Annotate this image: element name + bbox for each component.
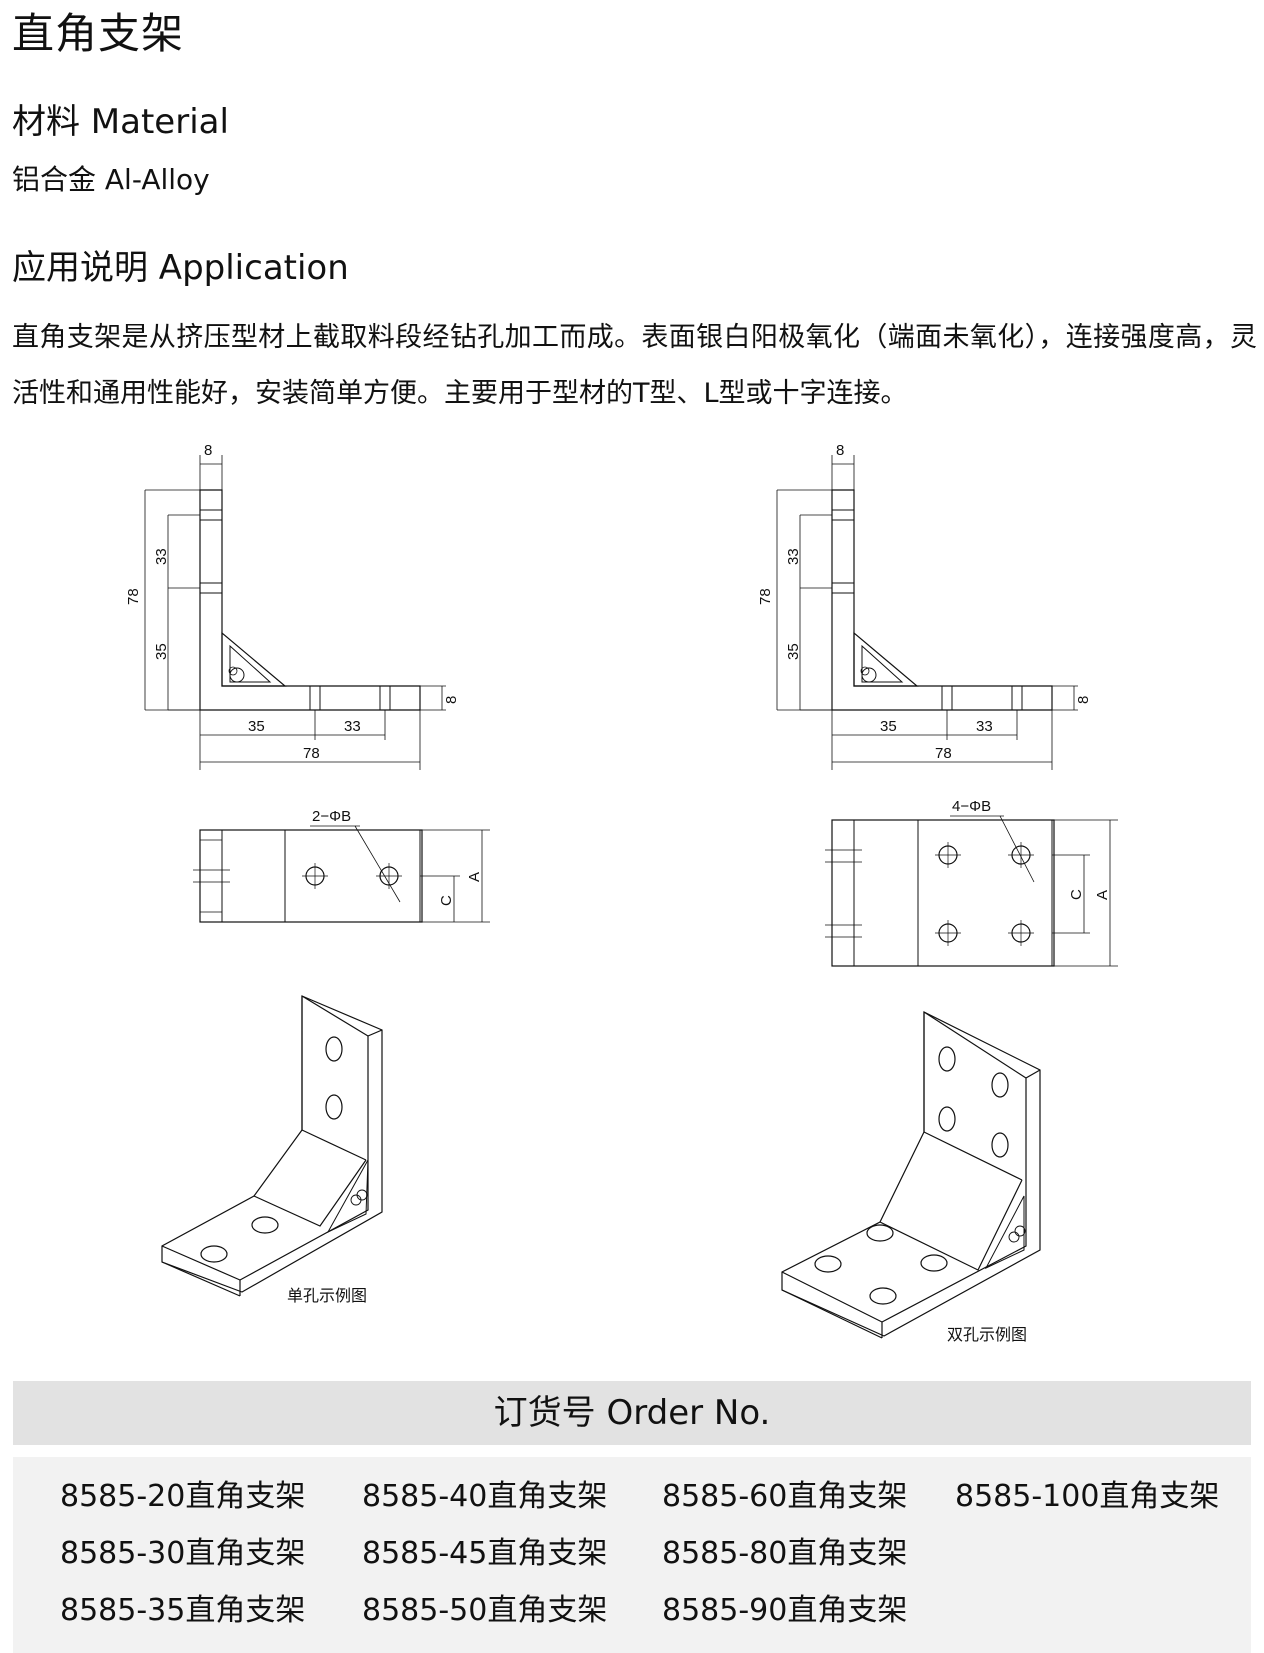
- order-item: 8585-30直角支架: [60, 1536, 306, 1571]
- order-heading-bar: [13, 1381, 1251, 1445]
- left-hole-label: 2−ΦB: [312, 808, 351, 825]
- material-value: 铝合金 Al-Alloy: [12, 163, 210, 196]
- order-item: 8585-90直角支架: [662, 1593, 908, 1628]
- order-list: 8585-20直角支架 8585-40直角支架 8585-60直角支架 8585…: [13, 1457, 1251, 1653]
- r-dim-total-vertical: 78: [757, 588, 774, 605]
- order-item: 8585-80直角支架: [662, 1536, 908, 1571]
- application-heading: 应用说明 Application: [12, 248, 349, 288]
- order-item: 8585-50直角支架: [362, 1593, 608, 1628]
- left-side-view: 8 78 33 35 35 33 78 8: [125, 442, 460, 770]
- left-isometric-view: 单孔示例图: [161, 995, 383, 1305]
- material-heading: 材料 Material: [12, 102, 229, 142]
- dim-thickness-right: 8: [443, 696, 460, 704]
- r-dim-seg1-horizontal: 33: [976, 718, 993, 735]
- r-dim-seg2-vertical: 35: [785, 643, 802, 660]
- page-title: 直角支架: [12, 9, 185, 58]
- order-item: 8585-45直角支架: [362, 1536, 608, 1571]
- technical-drawings: 8 78 33 35 35 33 78 8 2−ΦB C A: [125, 442, 1118, 1344]
- order-heading: 订货号 Order No.: [493, 1393, 771, 1433]
- dim-seg1-vertical: 33: [153, 548, 170, 565]
- dim-total-horizontal: 78: [303, 745, 320, 762]
- left-top-view: 2−ΦB C A: [193, 808, 490, 923]
- right-isometric-view: 双孔示例图: [781, 1011, 1041, 1344]
- order-item: 8585-20直角支架: [60, 1479, 306, 1514]
- right-caption: 双孔示例图: [947, 1325, 1027, 1344]
- r-dim-thickness: 8: [836, 442, 844, 459]
- r-dim-thickness-right: 8: [1075, 696, 1092, 704]
- order-item: 8585-35直角支架: [60, 1593, 306, 1628]
- dim-seg1-horizontal: 33: [344, 718, 361, 735]
- order-item: 8585-40直角支架: [362, 1479, 608, 1514]
- dim-seg2-horizontal: 35: [248, 718, 265, 735]
- r-dim-seg2-horizontal: 35: [880, 718, 897, 735]
- right-top-view: 4−ΦB C A: [825, 798, 1118, 967]
- order-item: 8585-100直角支架: [955, 1479, 1220, 1514]
- r-dim-seg1-vertical: 33: [785, 548, 802, 565]
- dim-total-vertical: 78: [125, 588, 142, 605]
- left-dim-c: C: [438, 895, 455, 906]
- dim-seg2-vertical: 35: [153, 643, 170, 660]
- right-dim-c: C: [1068, 889, 1085, 900]
- dim-thickness: 8: [204, 442, 212, 459]
- right-side-view: 8 78 33 35 35 33 78 8: [757, 442, 1092, 770]
- right-hole-label: 4−ΦB: [952, 798, 991, 815]
- application-text: 直角支架是从挤压型材上截取料段经钻孔加工而成。表面银白阳极氧化（端面未氧化），连…: [12, 322, 1257, 409]
- right-dim-a: A: [1094, 890, 1111, 900]
- left-caption: 单孔示例图: [287, 1286, 367, 1305]
- order-item: 8585-60直角支架: [662, 1479, 908, 1514]
- left-dim-a: A: [466, 872, 483, 882]
- r-dim-total-horizontal: 78: [935, 745, 952, 762]
